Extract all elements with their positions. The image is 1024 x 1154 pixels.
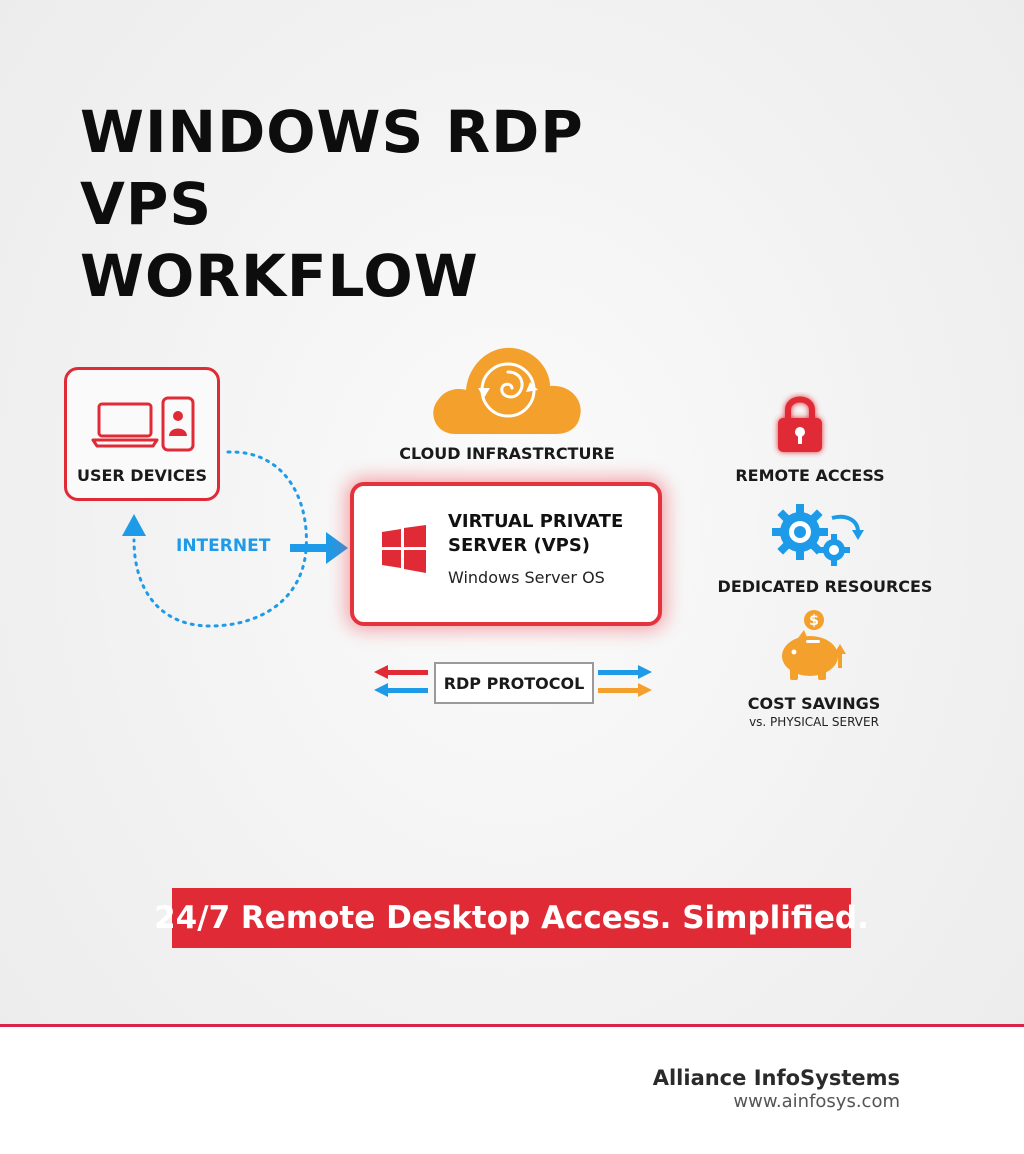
tagline-banner: 24/7 Remote Desktop Access. Simplified. bbox=[154, 888, 869, 948]
cost-savings-label: COST SAVINGS bbox=[747, 694, 881, 713]
page-title: WINDOWS RDP VPS WORKFLOW bbox=[80, 96, 700, 312]
rdp-left-arrows bbox=[374, 665, 428, 697]
tagline-text: 24/7 Remote Desktop Access. Simplified. bbox=[154, 900, 869, 936]
vps-title-line-1: VIRTUAL PRIVATE bbox=[448, 511, 624, 532]
cloud-infrastructure-label: CLOUD INFRASTRCTURE bbox=[399, 444, 615, 463]
dedicated-resources-label: DEDICATED RESOURCES bbox=[717, 577, 933, 596]
windows-logo-icon bbox=[382, 525, 426, 573]
rdp-right-arrows bbox=[598, 665, 652, 697]
cloud-icon bbox=[433, 347, 581, 434]
padlock-icon bbox=[778, 396, 822, 452]
user-devices-label: USER DEVICES bbox=[76, 466, 208, 485]
piggy-bank-icon: $ bbox=[782, 610, 846, 680]
rdp-protocol-label: RDP PROTOCOL bbox=[443, 673, 585, 693]
brand-url[interactable]: www.ainfosys.com bbox=[733, 1091, 900, 1112]
internet-label: INTERNET bbox=[176, 536, 271, 556]
vps-title-line-2: SERVER (VPS) bbox=[448, 535, 591, 556]
vps-title: VIRTUAL PRIVATE SERVER (VPS) bbox=[448, 510, 623, 558]
remote-access-label: REMOTE ACCESS bbox=[735, 466, 885, 485]
rdp-protocol-box: RDP PROTOCOL bbox=[434, 662, 594, 704]
footer-divider bbox=[0, 1024, 1024, 1027]
laptop-icon bbox=[91, 402, 159, 448]
vps-subtitle: Windows Server OS bbox=[448, 568, 605, 587]
smartphone-icon bbox=[161, 396, 195, 452]
brand-name: Alliance InfoSystems bbox=[652, 1066, 900, 1090]
user-devices-node: USER DEVICES bbox=[64, 367, 220, 501]
internet-loop bbox=[122, 450, 348, 628]
title-line-1: WINDOWS RDP VPS bbox=[80, 98, 584, 238]
footer bbox=[0, 1027, 1024, 1154]
vps-node: VIRTUAL PRIVATE SERVER (VPS) Windows Ser… bbox=[350, 482, 662, 626]
title-line-2: WORKFLOW bbox=[80, 242, 479, 310]
gears-icon bbox=[772, 504, 864, 566]
cost-savings-sublabel: vs. PHYSICAL SERVER bbox=[749, 715, 879, 729]
svg-text:$: $ bbox=[809, 613, 819, 629]
